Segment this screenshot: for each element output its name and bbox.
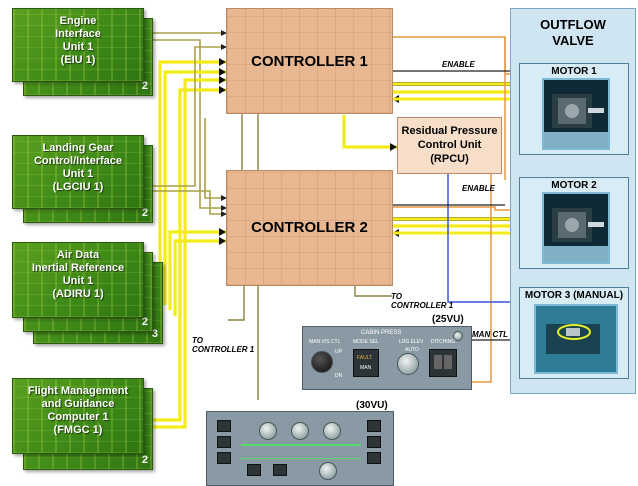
vu25-label: (25VU) bbox=[432, 314, 464, 325]
motor-2-image bbox=[542, 192, 610, 264]
outflow-valve-title: OUTFLOW VALVE bbox=[511, 17, 635, 49]
controller-2-title: CONTROLLER 2 bbox=[227, 219, 392, 236]
fmgc-card-number: 2 bbox=[142, 454, 148, 466]
ditching-pushbutton[interactable] bbox=[429, 349, 457, 377]
fmgc-label: Flight Management and Guidance Computer … bbox=[19, 385, 137, 437]
panel-30vu-lower-button-2[interactable] bbox=[273, 464, 287, 476]
motor-1-image bbox=[542, 78, 610, 150]
panel-30vu-knob-3[interactable] bbox=[323, 422, 341, 440]
man-label: MAN bbox=[360, 365, 371, 371]
lgciu-card: Landing Gear Control/Interface Unit 1 (L… bbox=[12, 135, 144, 209]
ditching-label: DITCHING bbox=[431, 339, 455, 345]
vu30-label: (30VU) bbox=[356, 400, 388, 411]
panel-30vu-knob-4[interactable] bbox=[319, 462, 337, 480]
panel-30vu-right-button-2[interactable] bbox=[367, 436, 381, 448]
eiu-card: Engine Interface Unit 1 (EIU 1) bbox=[12, 8, 144, 82]
motor-1-box: MOTOR 1 bbox=[519, 63, 629, 155]
fault-label: FAULT bbox=[357, 355, 372, 361]
lgciu-label: Landing Gear Control/Interface Unit 1 (L… bbox=[19, 142, 137, 194]
man-vs-ctl-label: MAN V/S CTL bbox=[309, 339, 340, 345]
controller-1-title: CONTROLLER 1 bbox=[227, 53, 392, 70]
to-controller-1-label-b: TO CONTROLLER 1 bbox=[192, 336, 254, 354]
outflow-valve-panel: OUTFLOW VALVE MOTOR 1 MOTOR 2 MO bbox=[510, 8, 636, 394]
rpcu-label: Residual Pressure Control Unit (RPCU) bbox=[398, 124, 501, 166]
panel-30vu-knob-1[interactable] bbox=[259, 422, 277, 440]
to-controller-1-label-a: TO CONTROLLER 1 bbox=[391, 292, 453, 310]
controller-2-box: CONTROLLER 2 bbox=[226, 170, 393, 286]
motor-3-picture bbox=[536, 306, 616, 372]
enable-label-2: ENABLE bbox=[462, 184, 495, 193]
motor-3-image bbox=[534, 304, 618, 374]
motor-2-picture bbox=[544, 194, 608, 262]
cabin-press-title: CABIN PRESS bbox=[361, 330, 401, 336]
motor-2-box: MOTOR 2 bbox=[519, 177, 629, 269]
cabin-press-panel: CABIN PRESS MAN V/S CTL MODE SEL LDG ELE… bbox=[302, 326, 472, 390]
motor-1-label: MOTOR 1 bbox=[520, 66, 628, 77]
panel-30vu bbox=[206, 411, 394, 486]
motor-2-label: MOTOR 2 bbox=[520, 180, 628, 191]
enable-label-1: ENABLE bbox=[442, 60, 475, 69]
panel-30vu-right-button-1[interactable] bbox=[367, 420, 381, 432]
man-ctl-label: MAN CTL bbox=[472, 330, 508, 339]
panel-30vu-lower-button-1[interactable] bbox=[247, 464, 261, 476]
ldg-elev-label: LDG ELEV bbox=[399, 339, 423, 345]
adiru-card: Air Data Inertial Reference Unit 1 (ADIR… bbox=[12, 242, 144, 318]
fmgc-card: Flight Management and Guidance Computer … bbox=[12, 378, 144, 454]
panel-30vu-green-line-2 bbox=[241, 458, 361, 459]
eiu-label: Engine Interface Unit 1 (EIU 1) bbox=[19, 15, 137, 67]
up-label: UP bbox=[335, 349, 342, 355]
panel-30vu-left-button-2[interactable] bbox=[217, 436, 231, 448]
controller-1-box: CONTROLLER 1 bbox=[226, 8, 393, 114]
panel-30vu-left-button-1[interactable] bbox=[217, 420, 231, 432]
motor-3-label: MOTOR 3 (MANUAL) bbox=[520, 290, 628, 301]
ldg-elev-knob[interactable] bbox=[397, 353, 419, 375]
adiru-label: Air Data Inertial Reference Unit 1 (ADIR… bbox=[19, 249, 137, 301]
panel-30vu-left-button-3[interactable] bbox=[217, 452, 231, 464]
mode-sel-label: MODE SEL bbox=[353, 339, 379, 345]
motor-3-box: MOTOR 3 (MANUAL) bbox=[519, 287, 629, 379]
motor-1-picture bbox=[544, 80, 608, 148]
panel-30vu-knob-2[interactable] bbox=[291, 422, 309, 440]
dn-label: DN bbox=[335, 373, 342, 379]
mode-sel-pushbutton[interactable]: FAULT MAN bbox=[353, 349, 379, 377]
panel-30vu-right-button-3[interactable] bbox=[367, 452, 381, 464]
panel-30vu-green-line bbox=[241, 444, 361, 446]
man-vs-ctl-knob[interactable] bbox=[311, 351, 333, 373]
rpcu-box: Residual Pressure Control Unit (RPCU) bbox=[397, 117, 502, 174]
panel-screw-icon bbox=[453, 331, 463, 341]
